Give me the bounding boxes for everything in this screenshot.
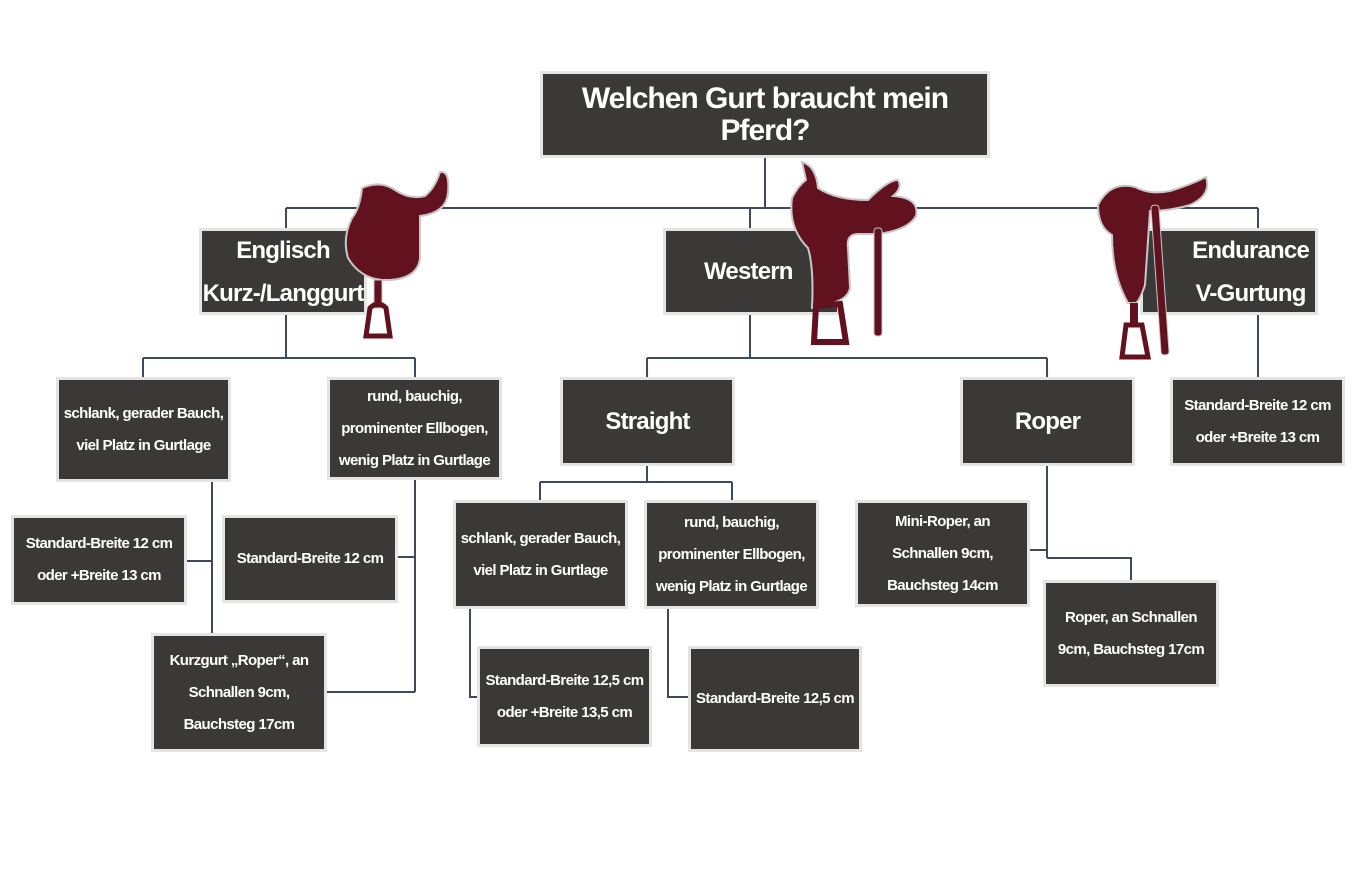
connector	[646, 315, 1048, 377]
node-roper: Roper	[960, 377, 1135, 466]
node-text: Standard-Breite 12 cm	[236, 550, 384, 567]
node-text: schlank, gerader Bauch, viel Platz in Gu…	[63, 404, 224, 454]
connector	[142, 315, 416, 377]
node-straight-round: rund, bauchig, prominenter Ellbogen, wen…	[644, 500, 819, 609]
node-straight: Straight	[560, 377, 735, 466]
western-saddle-icon	[790, 160, 918, 345]
node-text: Straight	[605, 408, 690, 435]
title-text: Welchen Gurt braucht mein Pferd?	[581, 81, 949, 147]
node-text: Standard-Breite 12 cm oder +Breite 13 cm	[25, 535, 173, 584]
connector	[539, 466, 733, 500]
node-text: Standard-Breite 12,5 cm	[696, 690, 855, 707]
node-text: schlank, gerader Bauch, viel Platz in Gu…	[460, 529, 621, 579]
node-text: Standard-Breite 12 cm oder +Breite 13 cm	[1184, 396, 1331, 446]
node-text: Standard-Breite 12,5 cm oder +Breite 13,…	[485, 671, 645, 721]
node-englisch-slim-result: Standard-Breite 12 cm oder +Breite 13 cm	[11, 515, 187, 605]
englisch-sublabel: Kurz-/Langgurt	[202, 279, 365, 307]
node-straight-slim: schlank, gerader Bauch, viel Platz in Gu…	[453, 500, 628, 609]
node-mini-roper: Mini-Roper, an Schnallen 9cm, Bauchsteg …	[855, 500, 1030, 607]
connector	[285, 158, 1259, 228]
node-text: Roper	[1014, 408, 1081, 435]
node-text: Kurzgurt „Roper“, an Schnallen 9cm, Bauc…	[169, 651, 309, 733]
node-englisch-slim: schlank, gerader Bauch, viel Platz in Gu…	[56, 377, 231, 482]
endurance-sublabel: V-Gurtung	[1195, 279, 1307, 307]
connector	[1030, 466, 1132, 580]
node-englisch-shared-result: Kurzgurt „Roper“, an Schnallen 9cm, Bauc…	[151, 633, 327, 752]
englisch-label: Englisch	[236, 236, 330, 264]
node-text: rund, bauchig, prominenter Ellbogen, wen…	[338, 387, 491, 469]
endurance-saddle-icon	[1096, 175, 1209, 360]
node-text: rund, bauchig, prominenter Ellbogen, wen…	[655, 513, 808, 595]
node-englisch-round-result: Standard-Breite 12 cm	[222, 515, 398, 603]
node-text: Mini-Roper, an Schnallen 9cm, Bauchsteg …	[887, 512, 998, 594]
connector	[187, 480, 416, 693]
node-roper-full: Roper, an Schnallen 9cm, Bauchsteg 17cm	[1043, 580, 1219, 687]
node-straight-slim-result: Standard-Breite 12,5 cm oder +Breite 13,…	[477, 646, 652, 747]
page-title: Welchen Gurt braucht mein Pferd?	[540, 71, 990, 158]
node-endurance-result: Standard-Breite 12 cm oder +Breite 13 cm	[1170, 377, 1345, 466]
connector	[469, 609, 688, 698]
node-western: Western	[663, 228, 840, 315]
node-englisch-round: rund, bauchig, prominenter Ellbogen, wen…	[327, 377, 502, 480]
english-saddle-icon	[344, 170, 450, 339]
node-text: Roper, an Schnallen 9cm, Bauchsteg 17cm	[1057, 608, 1205, 658]
endurance-label: Endurance	[1192, 236, 1310, 264]
node-straight-round-result: Standard-Breite 12,5 cm	[688, 646, 862, 752]
western-label: Western	[704, 258, 793, 285]
